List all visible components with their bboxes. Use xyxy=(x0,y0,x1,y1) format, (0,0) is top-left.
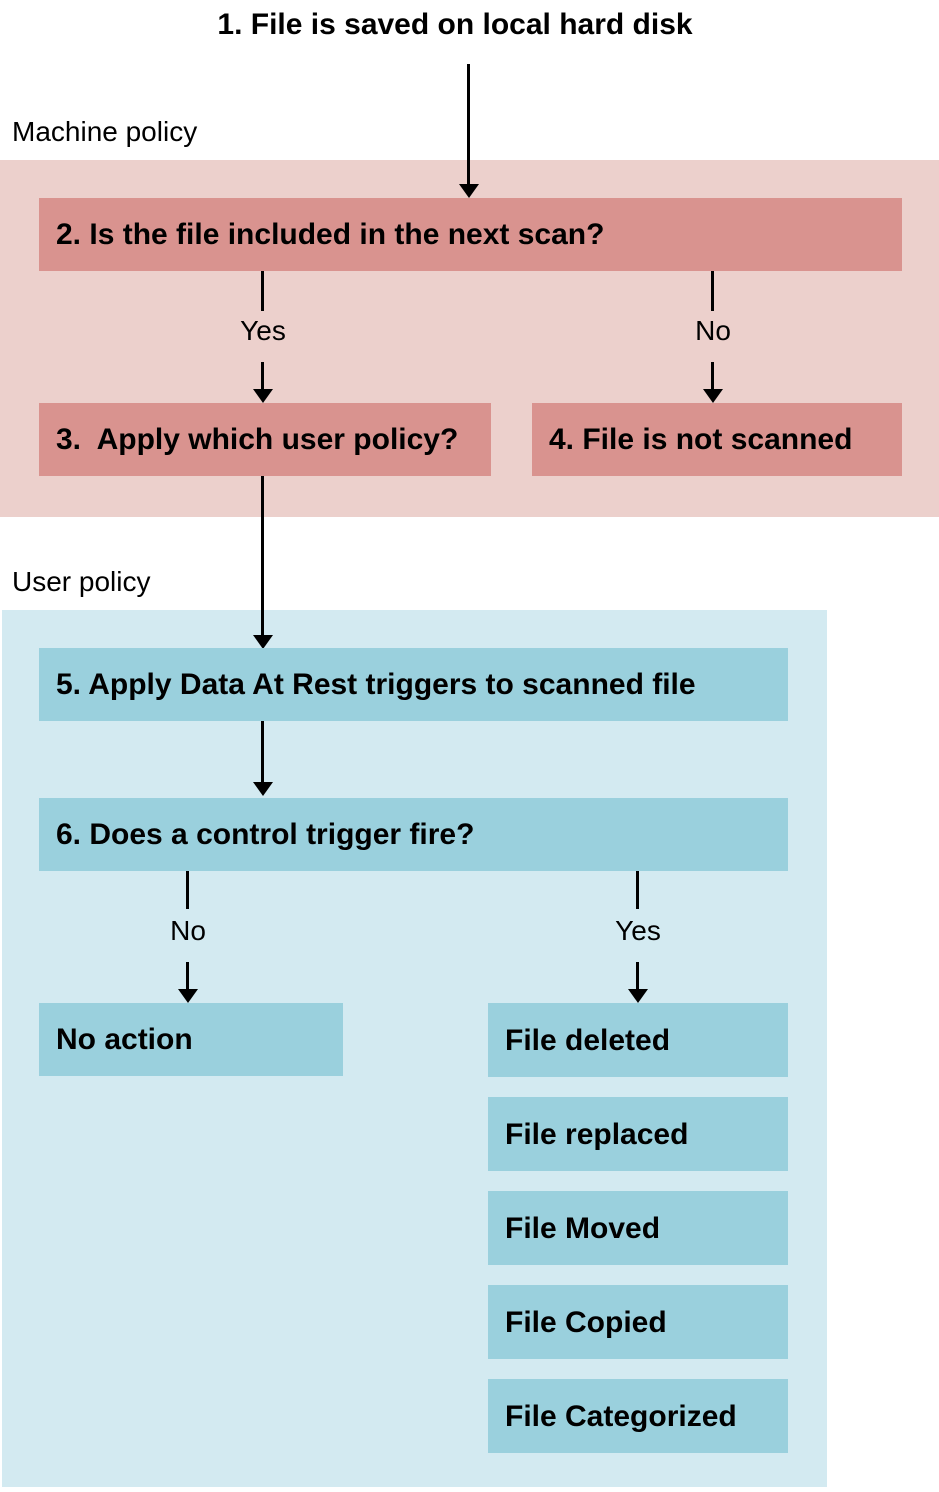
user-policy-label: User policy xyxy=(12,566,151,597)
box-step2-question: 2. Is the file included in the next scan… xyxy=(39,198,902,271)
box-outcome-file-deleted: File deleted xyxy=(488,1003,788,1077)
arrow-yes-to-step3-head xyxy=(253,389,273,403)
flow-title: 1. File is saved on local hard disk xyxy=(217,8,693,41)
arrow-no-to-noaction-line xyxy=(186,962,189,989)
arrow-step3-to-step5-head xyxy=(253,635,273,649)
arrow-step5-to-step6-line xyxy=(261,721,264,782)
branch-no-user-label: No xyxy=(170,915,206,946)
arrow-yes-to-outcomes-line xyxy=(636,962,639,989)
arrow-step3-to-step5-line xyxy=(261,476,264,635)
box-outcome-file-copied: File Copied xyxy=(488,1285,788,1359)
arrow-no-to-step4-line xyxy=(711,362,714,389)
arrow-no-to-noaction-head xyxy=(178,989,198,1003)
box-step3-apply-user-policy: 3. Apply which user policy? xyxy=(39,403,491,476)
box-outcome-file-moved: File Moved xyxy=(488,1191,788,1265)
arrow-yes-to-step3-line xyxy=(261,362,264,389)
box-step5-apply-triggers: 5. Apply Data At Rest triggers to scanne… xyxy=(39,648,788,721)
branch-yes-user-label: Yes xyxy=(615,915,661,946)
box-outcome-file-replaced: File replaced xyxy=(488,1097,788,1171)
branch-yes-machine-label: Yes xyxy=(240,315,286,346)
arrow-yes-to-outcomes-head xyxy=(628,989,648,1003)
arrow-title-to-q2-line xyxy=(467,64,470,184)
box-step6-question: 6. Does a control trigger fire? xyxy=(39,798,788,871)
machine-policy-label: Machine policy xyxy=(12,116,198,147)
branch-no-user-line xyxy=(186,871,189,909)
box-step4-not-scanned: 4. File is not scanned xyxy=(532,403,902,476)
branch-yes-user-line xyxy=(636,871,639,909)
branch-no-machine-line xyxy=(711,271,714,311)
arrow-step5-to-step6-head xyxy=(253,782,273,796)
arrow-no-to-step4-head xyxy=(703,389,723,403)
box-no-action: No action xyxy=(39,1003,343,1076)
branch-yes-machine-line xyxy=(261,271,264,311)
arrow-title-to-q2-head xyxy=(459,184,479,198)
box-outcome-file-categorized: File Categorized xyxy=(488,1379,788,1453)
branch-no-machine-label: No xyxy=(695,315,731,346)
